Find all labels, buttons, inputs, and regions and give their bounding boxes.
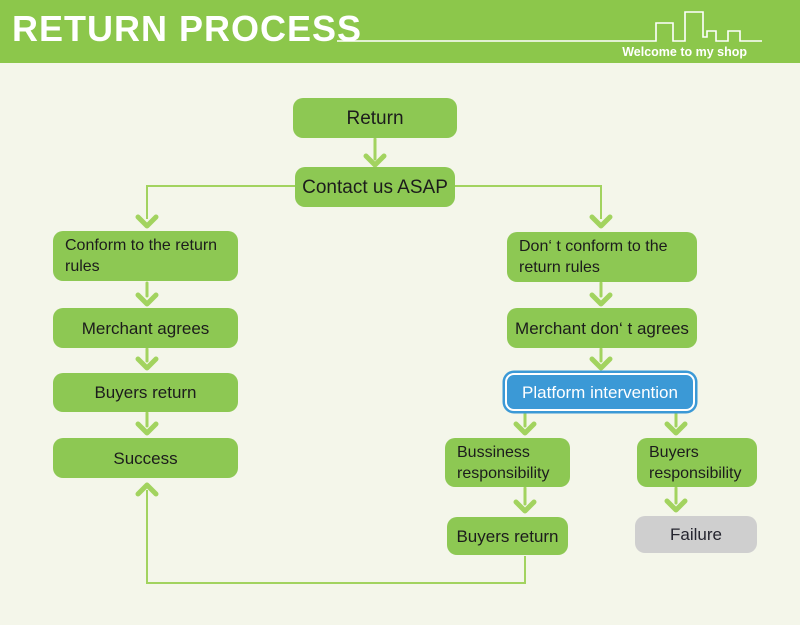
edge-platform-to-business <box>513 412 537 436</box>
flow-node-merchant-agrees: Merchant agrees <box>53 308 238 348</box>
flow-node-dont-conform-to-rules: Don‘ t conform to the return rules <box>507 232 697 282</box>
header-banner: RETURN PROCESS Welcome to my shop <box>0 0 800 63</box>
flow-node-merchant-dont-agrees: Merchant don‘ t agrees <box>507 308 697 348</box>
flow-node-platform-intervention: Platform intervention <box>505 373 695 411</box>
edge-platform-to-buyers-resp <box>664 412 688 436</box>
flow-node-failure: Failure <box>635 516 757 553</box>
flow-node-buyers-return-left: Buyers return <box>53 373 238 412</box>
edge-buyers-return-to-success-feedback <box>135 482 526 584</box>
city-skyline-icon <box>337 11 762 42</box>
edge-return-to-contact <box>363 137 387 168</box>
edge-buyers-return-to-success <box>135 411 159 436</box>
edge-buyers-resp-to-failure <box>664 486 688 513</box>
edge-contact-to-conform <box>135 185 295 229</box>
flow-node-conform-to-rules: Conform to the return rules <box>53 231 238 281</box>
flow-node-buyers-responsibility: Buyers responsibility <box>637 438 757 487</box>
edge-merchant-agrees-to-buyers-return <box>135 347 159 371</box>
edge-conform-to-merchant-agrees <box>135 281 159 307</box>
flow-node-contact-us-asap: Contact us ASAP <box>295 167 455 207</box>
flow-node-business-responsibility: Bussiness responsibility <box>445 438 570 487</box>
edge-contact-to-dont-conform <box>455 185 613 229</box>
edge-business-to-buyers-return <box>513 486 537 514</box>
page-title: RETURN PROCESS <box>12 8 363 49</box>
flow-node-return: Return <box>293 98 457 138</box>
flow-node-success: Success <box>53 438 238 478</box>
edge-dont-conform-to-merchant-dont <box>589 281 613 307</box>
edge-merchant-dont-to-platform <box>589 347 613 371</box>
shop-tagline: Welcome to my shop <box>622 45 747 59</box>
flow-node-buyers-return-right: Buyers return <box>447 517 568 555</box>
